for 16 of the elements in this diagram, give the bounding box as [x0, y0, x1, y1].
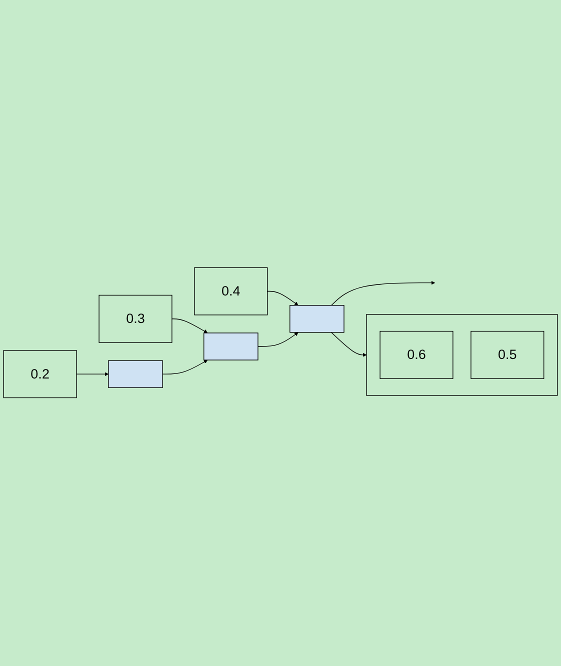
node-box: 0.2	[3, 350, 77, 398]
arrow	[258, 332, 298, 348]
node-box	[204, 332, 258, 361]
node-box: 0.5	[470, 331, 544, 380]
arrow	[162, 360, 208, 375]
arrow	[267, 291, 298, 306]
cluster	[366, 314, 558, 396]
arrow	[172, 318, 208, 334]
node-box	[108, 360, 163, 388]
arrow	[330, 332, 367, 358]
arrow	[330, 281, 436, 306]
node-box: 0.4	[194, 268, 268, 316]
node-box: 0.6	[380, 331, 454, 380]
node-box	[290, 305, 344, 334]
node-box: 0.3	[98, 295, 172, 344]
arrow	[76, 372, 109, 376]
